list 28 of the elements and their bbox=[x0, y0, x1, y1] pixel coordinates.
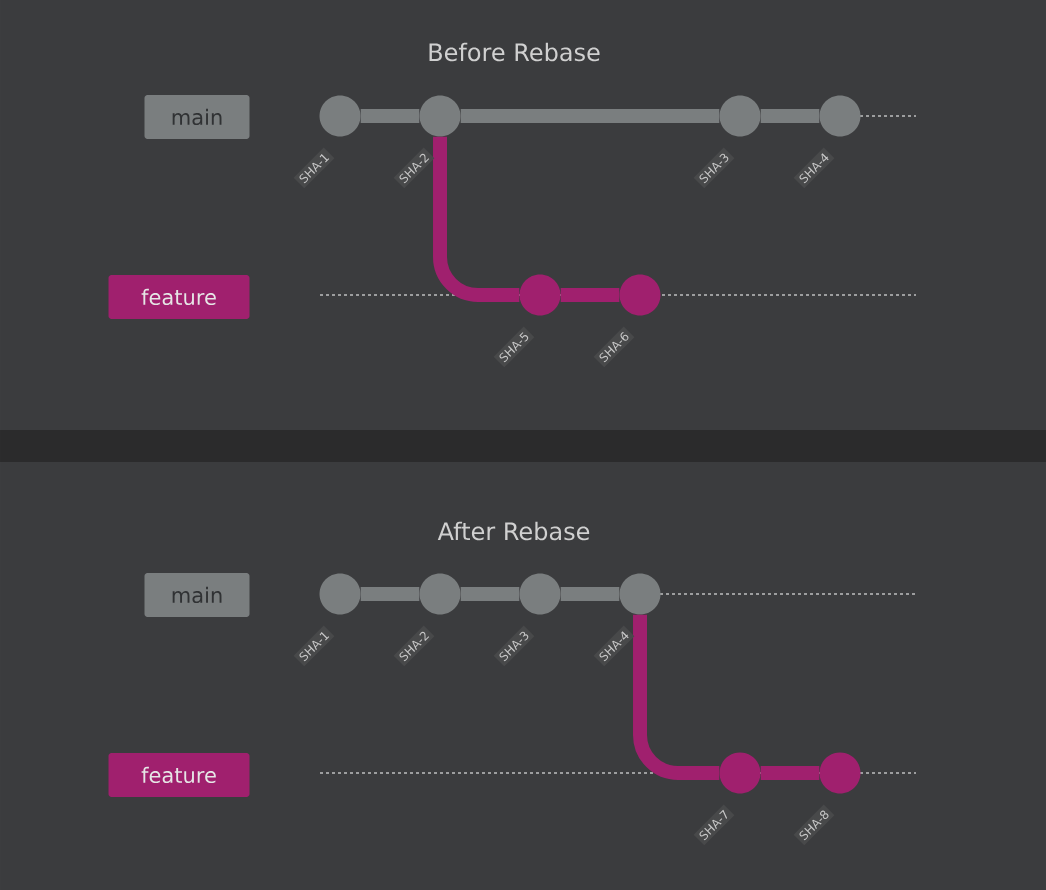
commit-dot bbox=[419, 573, 461, 615]
branch-label: main bbox=[144, 573, 250, 617]
branch-label: feature bbox=[108, 275, 250, 319]
section-title: Before Rebase bbox=[429, 42, 600, 62]
commit-dot bbox=[819, 752, 861, 794]
branch-line bbox=[460, 587, 520, 601]
commit-dot bbox=[319, 573, 361, 615]
branch-line bbox=[360, 587, 420, 601]
commit-dot bbox=[319, 95, 361, 137]
branch-line bbox=[560, 587, 620, 601]
branch-line bbox=[460, 109, 720, 123]
branch-line bbox=[560, 288, 620, 302]
branch-line bbox=[760, 766, 820, 780]
branch-line bbox=[433, 136, 520, 302]
commit-dot bbox=[619, 573, 661, 615]
commit-dot bbox=[719, 752, 761, 794]
branch-line bbox=[360, 109, 420, 123]
commit-dot bbox=[519, 274, 561, 316]
commit-dot bbox=[619, 274, 661, 316]
branch-label: main bbox=[144, 95, 250, 139]
section-title: After Rebase bbox=[437, 521, 590, 541]
branch-line bbox=[633, 614, 720, 780]
branch-line bbox=[760, 109, 820, 123]
commit-dot bbox=[719, 95, 761, 137]
commit-dot bbox=[519, 573, 561, 615]
commit-dot bbox=[819, 95, 861, 137]
branch-label: feature bbox=[108, 753, 250, 797]
commit-dot bbox=[419, 95, 461, 137]
